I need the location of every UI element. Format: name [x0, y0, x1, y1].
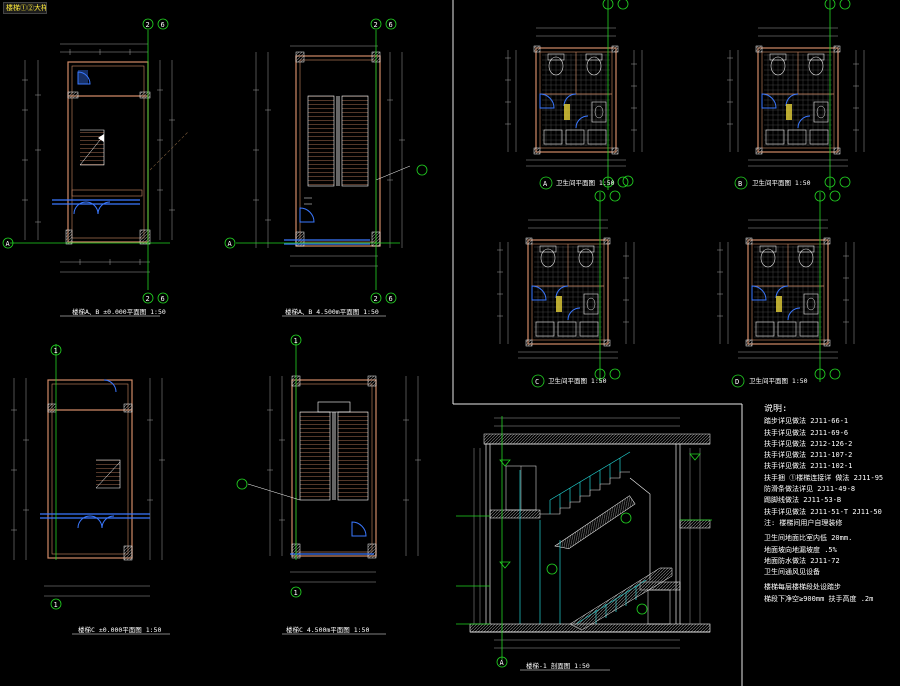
toilet-title-b: 卫生间平面图 1:50: [752, 178, 811, 187]
axis-label-2: 2: [374, 21, 378, 29]
note-line: 扶手捆 ①楼梯连接详 做法 2J11-95: [764, 473, 884, 482]
axis-label-6: 6: [161, 21, 165, 29]
toilet-title-d: 卫生间平面图 1:50: [749, 376, 808, 385]
design-notes: 说明: 踏步详见做法 2J11-66-1 扶手详见做法 2J11-69-6 扶手…: [764, 404, 898, 605]
axis-label-a: A: [228, 240, 233, 248]
axis-label-1-bottom: 1: [54, 601, 58, 609]
axis-label-1: 1: [294, 337, 298, 345]
plan-title-ab-ground: 楼梯A、B ±0.000平面图 1:50: [72, 307, 166, 316]
note-line: 踏步详见做法 2J11-66-1: [764, 417, 849, 426]
toilet-titles: A 卫生间平面图 1:50 B 卫生间平面图 1:50 C 卫生间平面图 1:5…: [531, 175, 811, 388]
axis-label-6-bottom: 6: [161, 295, 165, 303]
toilet-letter-d: D: [735, 378, 739, 386]
layout-tab[interactable]: 楼梯①②大样表: [3, 2, 47, 14]
note-line: 扶手详见做法 2J11-69-6: [764, 428, 849, 437]
note-line: 扶手详见做法 2J11-51-T 2J11-50: [764, 507, 882, 516]
note-line: 注: 楼梯间用户自理装修: [764, 518, 843, 527]
note-line: 地面坡向地漏坡度 .5%: [764, 545, 837, 554]
note-line: 扶手详见做法 2J11-102-1: [764, 462, 853, 471]
axis-label-a: A: [6, 240, 11, 248]
toilet-plan-c: [497, 190, 635, 382]
note-line: 地面防水做法 2J11-72: [764, 556, 840, 565]
axis-label-2-bottom: 2: [374, 295, 378, 303]
note-line: 防滑条做法详见 2J11-49-8: [764, 485, 856, 494]
axis-label-1-bottom: 1: [294, 589, 298, 597]
toilet-plan-b: [727, 0, 865, 190]
plan-title-c-upper: 楼梯C 4.500m平面图 1:50: [286, 625, 369, 634]
toilet-letter-c: C: [535, 378, 539, 386]
plan-title-ab-upper: 楼梯A、B 4.500m平面图 1:50: [285, 307, 379, 316]
axis-label-1: 1: [54, 347, 58, 355]
note-line: 扶手详见做法 2J11-107-2: [764, 451, 853, 460]
axis-label-a-section: A: [500, 659, 505, 667]
notes-title: 说明:: [764, 404, 788, 414]
note-line: 卫生间地面比室内低 20mm.: [764, 534, 853, 543]
toilet-plan-a: [505, 0, 643, 190]
axis-label-2: 2: [146, 21, 150, 29]
plan-title-c-ground: 楼梯C ±0.000平面图 1:50: [78, 625, 161, 634]
note-line: 楼梯每层楼梯段处设踏步: [764, 583, 841, 592]
axis-label-2-bottom: 2: [146, 295, 150, 303]
sheet-borders: [452, 0, 743, 686]
section-title: 楼梯-1 剖面图 1:50: [526, 661, 590, 670]
toilet-plan-d: [717, 190, 855, 382]
note-line: 梯段下净空≥900mm 扶手高度 .2m: [764, 594, 874, 603]
stair-section: A 楼梯-1 剖面图 1:50: [456, 416, 712, 671]
note-line: 卫生间通风见设备: [764, 568, 820, 577]
plan-stair-ab-ground: 2 6 2 6 A 楼梯A、B ±0.000平面图 1:50: [2, 18, 189, 317]
plan-stair-c-upper: 1 1 楼梯C 4.500m平面图 1:50: [236, 334, 421, 635]
axis-label-6-bottom: 6: [389, 295, 393, 303]
toilet-letter-b: B: [738, 180, 742, 188]
plan-stair-c-ground: 1 1 楼梯C ±0.000平面图 1:50: [11, 344, 170, 635]
toilet-title-c: 卫生间平面图 1:50: [548, 376, 607, 385]
axis-label-6: 6: [389, 21, 393, 29]
toilet-letter-a: A: [543, 180, 548, 188]
note-line: 扶手详见做法 2J12-126-2: [764, 439, 853, 448]
toilet-title-a: 卫生间平面图 1:50: [556, 178, 615, 187]
note-line: 踢脚线做法 2J11-53-B: [764, 496, 842, 505]
plan-stair-ab-upper: 2 6 2 6 A 楼梯A、B 4.500m平面图 1:50: [224, 18, 428, 317]
